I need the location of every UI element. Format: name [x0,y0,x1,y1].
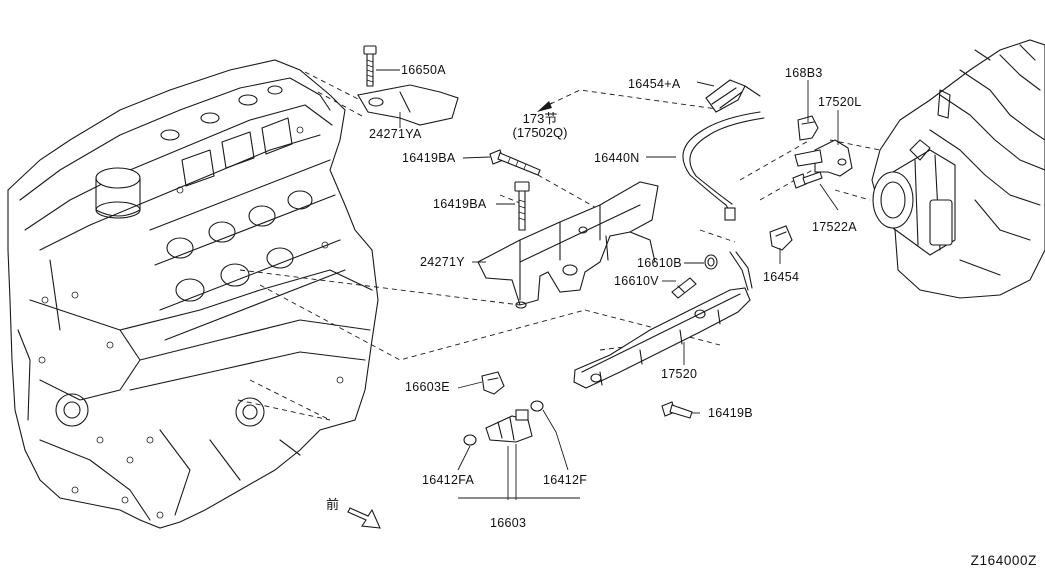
bracket-17520L [794,139,853,177]
part-label-16419B: 16419B [708,406,753,420]
part-label-16419BA-2: 16419BA [433,197,487,211]
clip-168B3 [797,115,819,141]
part-label-16610B: 16610B [637,256,682,270]
part-label-16603E: 16603E [405,380,450,394]
part-label-16412FA: 16412FA [422,473,475,487]
part-label-168B3: 168B3 [785,66,823,80]
part-label-24271YA: 24271YA [369,127,422,141]
diagram-id: Z164000Z [970,553,1037,568]
part-label-17522A: 17522A [812,220,857,234]
leader-lines [376,69,839,500]
injector-16603 [485,409,533,443]
o-ring-16610B [704,254,718,270]
part-label-16610V: 16610V [614,274,659,288]
reference-section: 173节 [522,111,558,126]
clip-16454A [705,79,761,113]
bolt-16419BA-1 [489,149,541,176]
reference-code: (17502Q) [512,125,568,140]
seal-16412F [530,400,544,412]
bolt-16419B [661,401,693,419]
part-label-17520L: 17520L [818,95,862,109]
intake-manifold-illustration [871,39,1045,299]
part-label-16440N: 16440N [594,151,640,165]
part-label-16650A: 16650A [401,63,446,77]
part-label-16419BA-1: 16419BA [402,151,456,165]
bolt-16650A [363,45,377,87]
seal-16412FA [463,434,477,446]
bolt-17522A [792,171,823,189]
fuel-hose-16440N [682,111,765,221]
part-label-17520: 17520 [661,367,698,381]
part-label-24271Y: 24271Y [420,255,465,269]
bracket-24271YA [357,84,459,126]
front-arrow-icon [347,507,381,529]
front-label: 前 [326,497,340,512]
fitting-16610V [671,277,697,299]
part-label-16603: 16603 [490,516,527,530]
clip-16603E [481,371,505,395]
clip-16454 [769,225,793,251]
part-label-16412F: 16412F [543,473,588,487]
fuel-rail-17520 [573,251,753,389]
reference-arrow [537,101,553,112]
bolt-16419BA-2 [514,181,530,231]
part-label-16454: 16454 [763,270,800,284]
bracket-24271Y [477,181,659,309]
engine-block-illustration [7,59,379,529]
part-label-16454A: 16454+A [628,77,681,91]
